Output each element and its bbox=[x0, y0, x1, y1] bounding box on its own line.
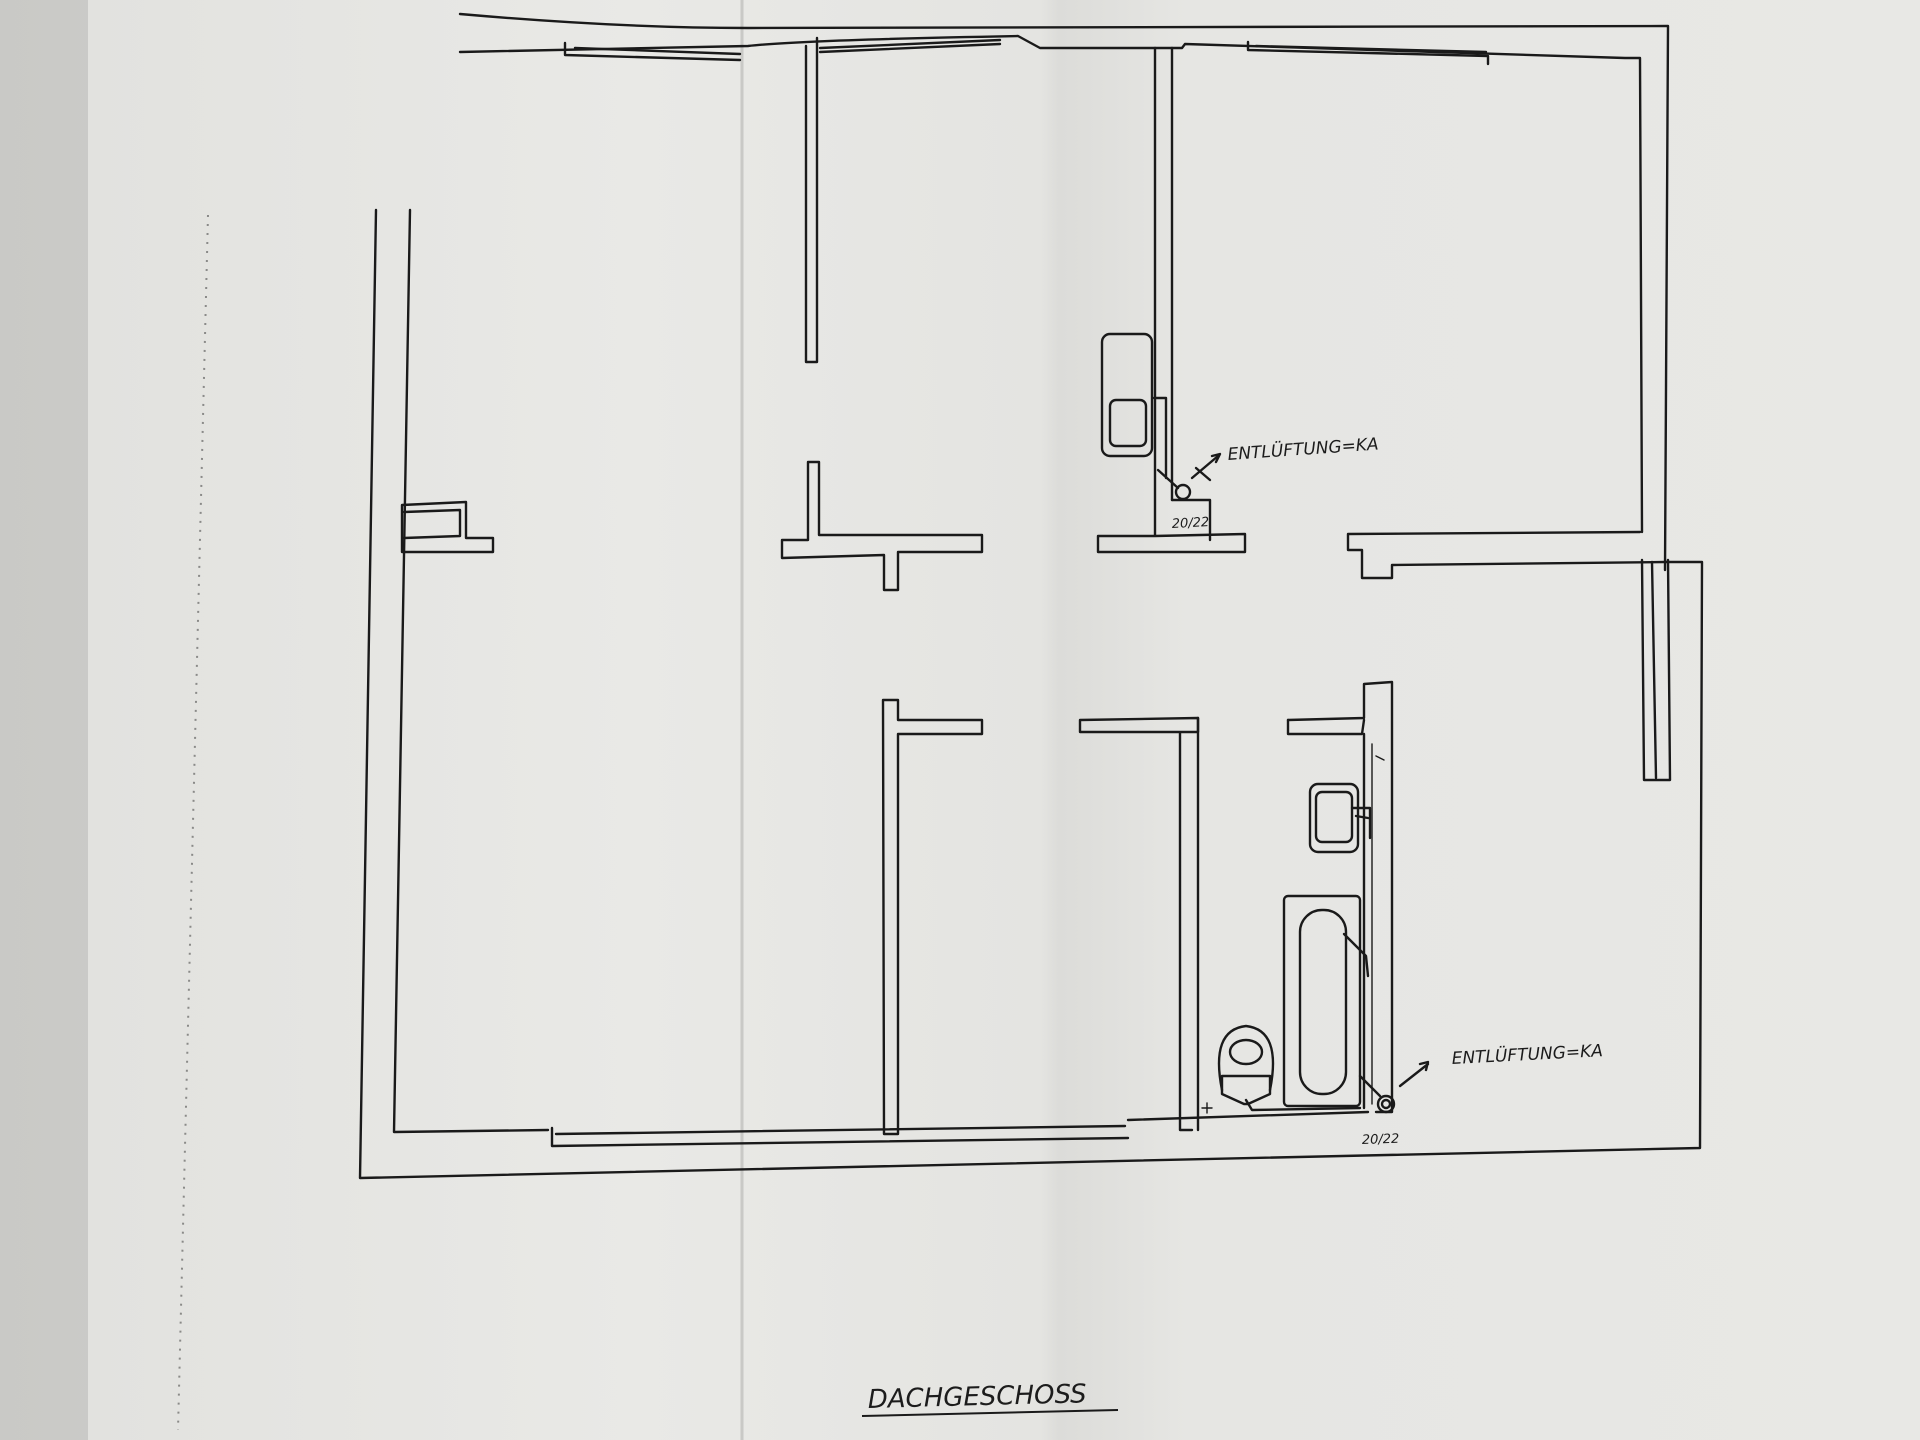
plan-title: DACHGESCHOSS bbox=[867, 1379, 1087, 1415]
vent-dimension-bottom: 20/22 bbox=[1362, 1132, 1400, 1148]
window-right bbox=[1640, 558, 1672, 782]
pipe-sink-connection bbox=[1350, 806, 1372, 840]
wc-bowl-outline bbox=[1217, 1024, 1275, 1092]
chimney-left-inner bbox=[402, 508, 462, 540]
pipe-vent-bottom-diagonal bbox=[1358, 1074, 1382, 1098]
interior-wall-kitchen-divider bbox=[1096, 46, 1247, 554]
interior-t-wall-center bbox=[780, 460, 984, 592]
kitchen-sink-unit bbox=[1100, 332, 1154, 458]
annotation-arrowhead-bottom bbox=[1418, 1060, 1430, 1072]
interior-wall-lower-middle bbox=[1078, 716, 1200, 1132]
chimney-left bbox=[400, 500, 495, 554]
vent-dimension-top: 20/22 bbox=[1171, 515, 1209, 532]
vent-label-top: ENTLÜFTUNG=KA bbox=[1227, 432, 1379, 464]
window-top-middle bbox=[818, 38, 1002, 54]
kitchen-sink-basin bbox=[1108, 398, 1148, 448]
tick-mark bbox=[1375, 755, 1385, 761]
bathroom-sink-unit bbox=[1308, 782, 1360, 854]
perforation-dots bbox=[177, 214, 209, 1431]
vent-circle-bottom bbox=[1376, 1094, 1396, 1114]
vent-pipe-top bbox=[1152, 396, 1168, 480]
wc-bowl bbox=[1228, 1038, 1264, 1066]
vent-label-bottom: ENTLÜFTUNG=KA bbox=[1451, 1039, 1603, 1069]
annotation-arrow-top bbox=[1190, 454, 1220, 480]
outer-wall-left-inner bbox=[392, 208, 550, 1134]
bathtub bbox=[1282, 894, 1362, 1108]
vent-circle-bottom-inner bbox=[1380, 1098, 1392, 1110]
vent-marker-top bbox=[1194, 466, 1212, 482]
bathtub-basin bbox=[1298, 908, 1348, 1096]
bottom-wall-inner-right bbox=[1126, 1110, 1370, 1122]
pipe-wc-connection bbox=[1244, 1098, 1362, 1112]
bathroom-sink-basin bbox=[1314, 790, 1354, 844]
annotation-arrow-bottom bbox=[1398, 1062, 1430, 1088]
vent-pipe-top-diagonal bbox=[1156, 468, 1180, 490]
paper-sheet bbox=[88, 0, 1920, 1440]
interior-wall-lower-left bbox=[881, 698, 984, 1136]
pipe-bathtub-connection bbox=[1342, 932, 1370, 978]
cross-mark bbox=[1201, 1102, 1213, 1114]
bathroom-wall-cap bbox=[1286, 718, 1366, 736]
outer-wall-top-inner bbox=[458, 34, 1644, 534]
window-top-left bbox=[563, 41, 742, 62]
window-top-right bbox=[1246, 40, 1490, 66]
interior-wall-upper-mid bbox=[804, 36, 819, 364]
vent-shaft-top bbox=[1170, 498, 1212, 542]
annotation-arrowhead-top bbox=[1210, 452, 1222, 464]
window-bottom bbox=[550, 1124, 1130, 1148]
interior-wall-upper-right bbox=[1346, 530, 1667, 580]
outer-wall-top-outer bbox=[458, 12, 1670, 572]
outer-wall-left-bottom-outer bbox=[358, 208, 1704, 1180]
plan-title-underline bbox=[861, 1409, 1119, 1417]
